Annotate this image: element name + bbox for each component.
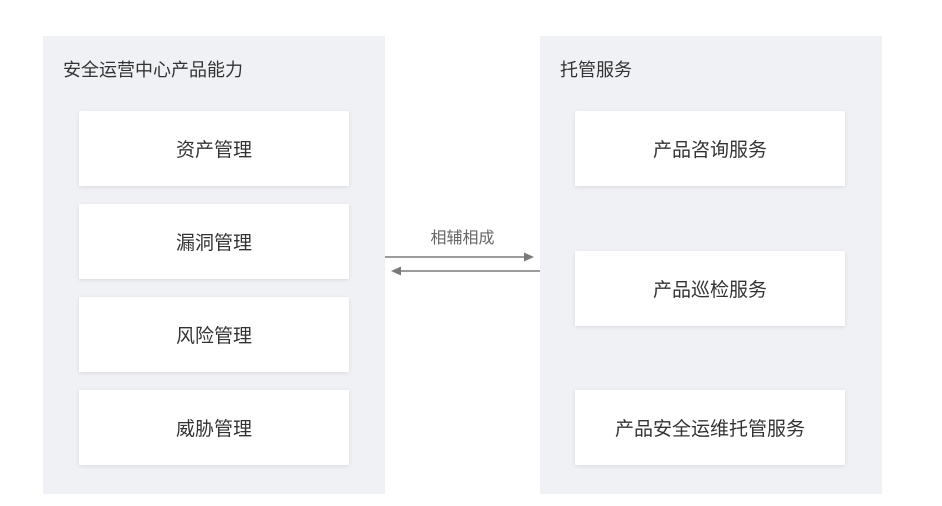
arrow-left-head	[391, 266, 401, 276]
capability-card-threat-management: 威胁管理	[79, 390, 349, 465]
capability-card-vulnerability-management: 漏洞管理	[79, 204, 349, 279]
bidirectional-arrow-icon	[385, 252, 540, 276]
service-card-security-operations-hosting: 产品安全运维托管服务	[575, 390, 845, 465]
arrow-right-head	[524, 252, 534, 262]
right-panel: 托管服务 产品咨询服务 产品巡检服务 产品安全运维托管服务	[540, 36, 882, 494]
connector: 相辅相成	[385, 220, 540, 285]
connector-label: 相辅相成	[430, 228, 495, 247]
right-panel-title: 托管服务	[560, 60, 632, 81]
left-panel-title: 安全运营中心产品能力	[63, 60, 243, 81]
service-card-product-inspection: 产品巡检服务	[575, 251, 845, 326]
capability-card-risk-management: 风险管理	[79, 297, 349, 372]
service-card-product-consulting: 产品咨询服务	[575, 111, 845, 186]
left-panel: 安全运营中心产品能力 资产管理 漏洞管理 风险管理 威胁管理	[43, 36, 385, 494]
capability-card-asset-management: 资产管理	[79, 111, 349, 186]
